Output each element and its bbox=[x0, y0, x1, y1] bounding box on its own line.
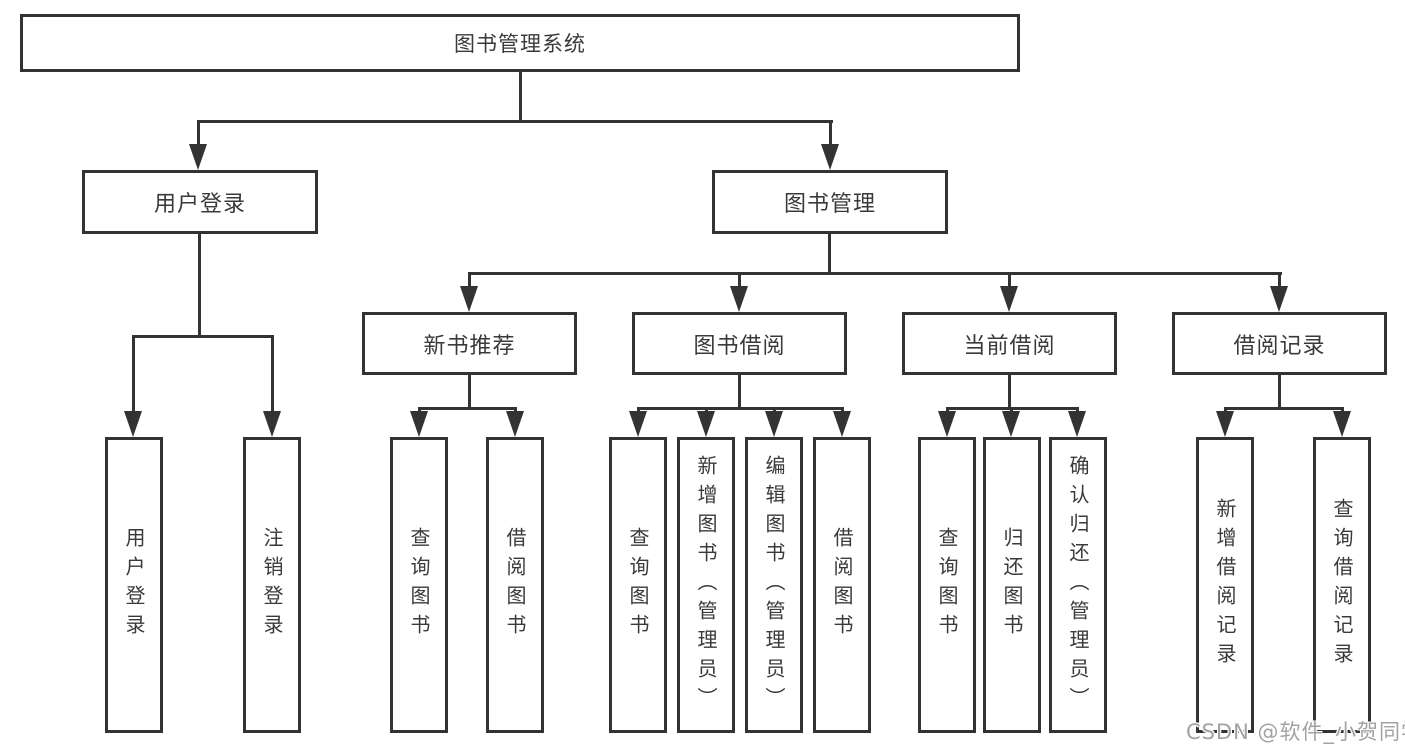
connector-line bbox=[271, 335, 274, 415]
connector-arrow-down-icon bbox=[124, 411, 142, 437]
connector-line bbox=[197, 120, 833, 123]
leaf-query-books-borrowing: 查询图书 bbox=[609, 437, 667, 733]
connector-arrow-down-icon bbox=[1333, 411, 1351, 437]
connector-line bbox=[1278, 272, 1281, 292]
connector-line bbox=[1278, 373, 1281, 410]
node-user-login: 用户登录 bbox=[82, 170, 318, 234]
node-label: 借阅图书 bbox=[503, 527, 527, 643]
connector-arrow-down-icon bbox=[1000, 286, 1018, 312]
node-label: 归还图书 bbox=[1000, 527, 1024, 643]
connector-arrow-down-icon bbox=[765, 411, 783, 437]
connector-arrow-down-icon bbox=[263, 411, 281, 437]
connector-arrow-down-icon bbox=[506, 411, 524, 437]
node-label: 新书推荐 bbox=[423, 333, 516, 359]
node-book-management: 图书管理 bbox=[712, 170, 948, 234]
node-label: 编辑图书（管理员） bbox=[762, 454, 786, 716]
leaf-query-books-current: 查询图书 bbox=[918, 437, 976, 733]
connector-line bbox=[132, 335, 274, 338]
node-label: 当前借阅 bbox=[963, 333, 1056, 359]
node-label: 用户登录 bbox=[122, 527, 146, 643]
connector-arrow-down-icon bbox=[1002, 411, 1020, 437]
connector-arrow-down-icon bbox=[1068, 411, 1086, 437]
leaf-edit-books-admin: 编辑图书（管理员） bbox=[745, 437, 803, 733]
connector-arrow-down-icon bbox=[1270, 286, 1288, 312]
connector-arrow-down-icon bbox=[821, 144, 839, 170]
node-label: 新增借阅记录 bbox=[1213, 498, 1237, 672]
connector-line bbox=[829, 120, 832, 150]
node-label: 图书借阅 bbox=[693, 333, 786, 359]
node-label: 注销登录 bbox=[260, 527, 284, 643]
connector-line bbox=[468, 272, 471, 292]
connector-line bbox=[637, 407, 844, 410]
node-label: 借阅图书 bbox=[830, 527, 854, 643]
node-label: 图书管理系统 bbox=[454, 32, 586, 56]
connector-arrow-down-icon bbox=[1216, 411, 1234, 437]
leaf-borrow-books-recommend: 借阅图书 bbox=[486, 437, 544, 733]
connector-line bbox=[197, 120, 200, 150]
node-label: 用户登录 bbox=[153, 192, 246, 217]
leaf-add-borrow-record: 新增借阅记录 bbox=[1196, 437, 1254, 733]
connector-arrow-down-icon bbox=[697, 411, 715, 437]
connector-arrow-down-icon bbox=[833, 411, 851, 437]
connector-line bbox=[132, 335, 135, 415]
node-new-book-recommend: 新书推荐 bbox=[362, 312, 577, 375]
leaf-borrow-books: 借阅图书 bbox=[813, 437, 871, 733]
node-label: 查询图书 bbox=[935, 527, 959, 643]
connector-line bbox=[738, 272, 741, 292]
connector-arrow-down-icon bbox=[938, 411, 956, 437]
csdn-watermark: CSDN @软件_小贺同学 bbox=[1186, 720, 1405, 744]
node-label: 新增图书（管理员） bbox=[694, 454, 718, 716]
node-label: 查询借阅记录 bbox=[1330, 498, 1354, 672]
connector-line bbox=[468, 272, 1282, 275]
connector-arrow-down-icon bbox=[629, 411, 647, 437]
connector-arrow-down-icon bbox=[189, 144, 207, 170]
leaf-user-login: 用户登录 bbox=[105, 437, 163, 733]
connector-arrow-down-icon bbox=[730, 286, 748, 312]
leaf-query-borrow-record: 查询借阅记录 bbox=[1313, 437, 1371, 733]
node-borrowing-records: 借阅记录 bbox=[1172, 312, 1387, 375]
leaf-confirm-return-admin: 确认归还（管理员） bbox=[1049, 437, 1107, 733]
leaf-query-books-recommend: 查询图书 bbox=[390, 437, 448, 733]
connector-line bbox=[738, 373, 741, 410]
connector-line bbox=[1008, 373, 1011, 410]
connector-line bbox=[828, 232, 831, 275]
connector-line bbox=[1008, 272, 1011, 292]
connector-arrow-down-icon bbox=[410, 411, 428, 437]
leaf-logout: 注销登录 bbox=[243, 437, 301, 733]
node-current-borrowing: 当前借阅 bbox=[902, 312, 1117, 375]
node-label: 图书管理 bbox=[783, 192, 876, 217]
node-root-library-system: 图书管理系统 bbox=[20, 14, 1020, 72]
connector-line bbox=[519, 71, 522, 123]
connector-line bbox=[418, 407, 517, 410]
node-label: 确认归还（管理员） bbox=[1066, 454, 1090, 716]
connector-line bbox=[198, 232, 201, 338]
node-book-borrowing: 图书借阅 bbox=[632, 312, 847, 375]
node-label: 查询图书 bbox=[626, 527, 650, 643]
connector-line bbox=[468, 373, 471, 410]
node-label: 借阅记录 bbox=[1233, 333, 1326, 359]
leaf-return-books: 归还图书 bbox=[983, 437, 1041, 733]
connector-arrow-down-icon bbox=[460, 286, 478, 312]
leaf-add-books-admin: 新增图书（管理员） bbox=[677, 437, 735, 733]
node-label: 查询图书 bbox=[407, 527, 431, 643]
connector-line bbox=[1224, 407, 1344, 410]
